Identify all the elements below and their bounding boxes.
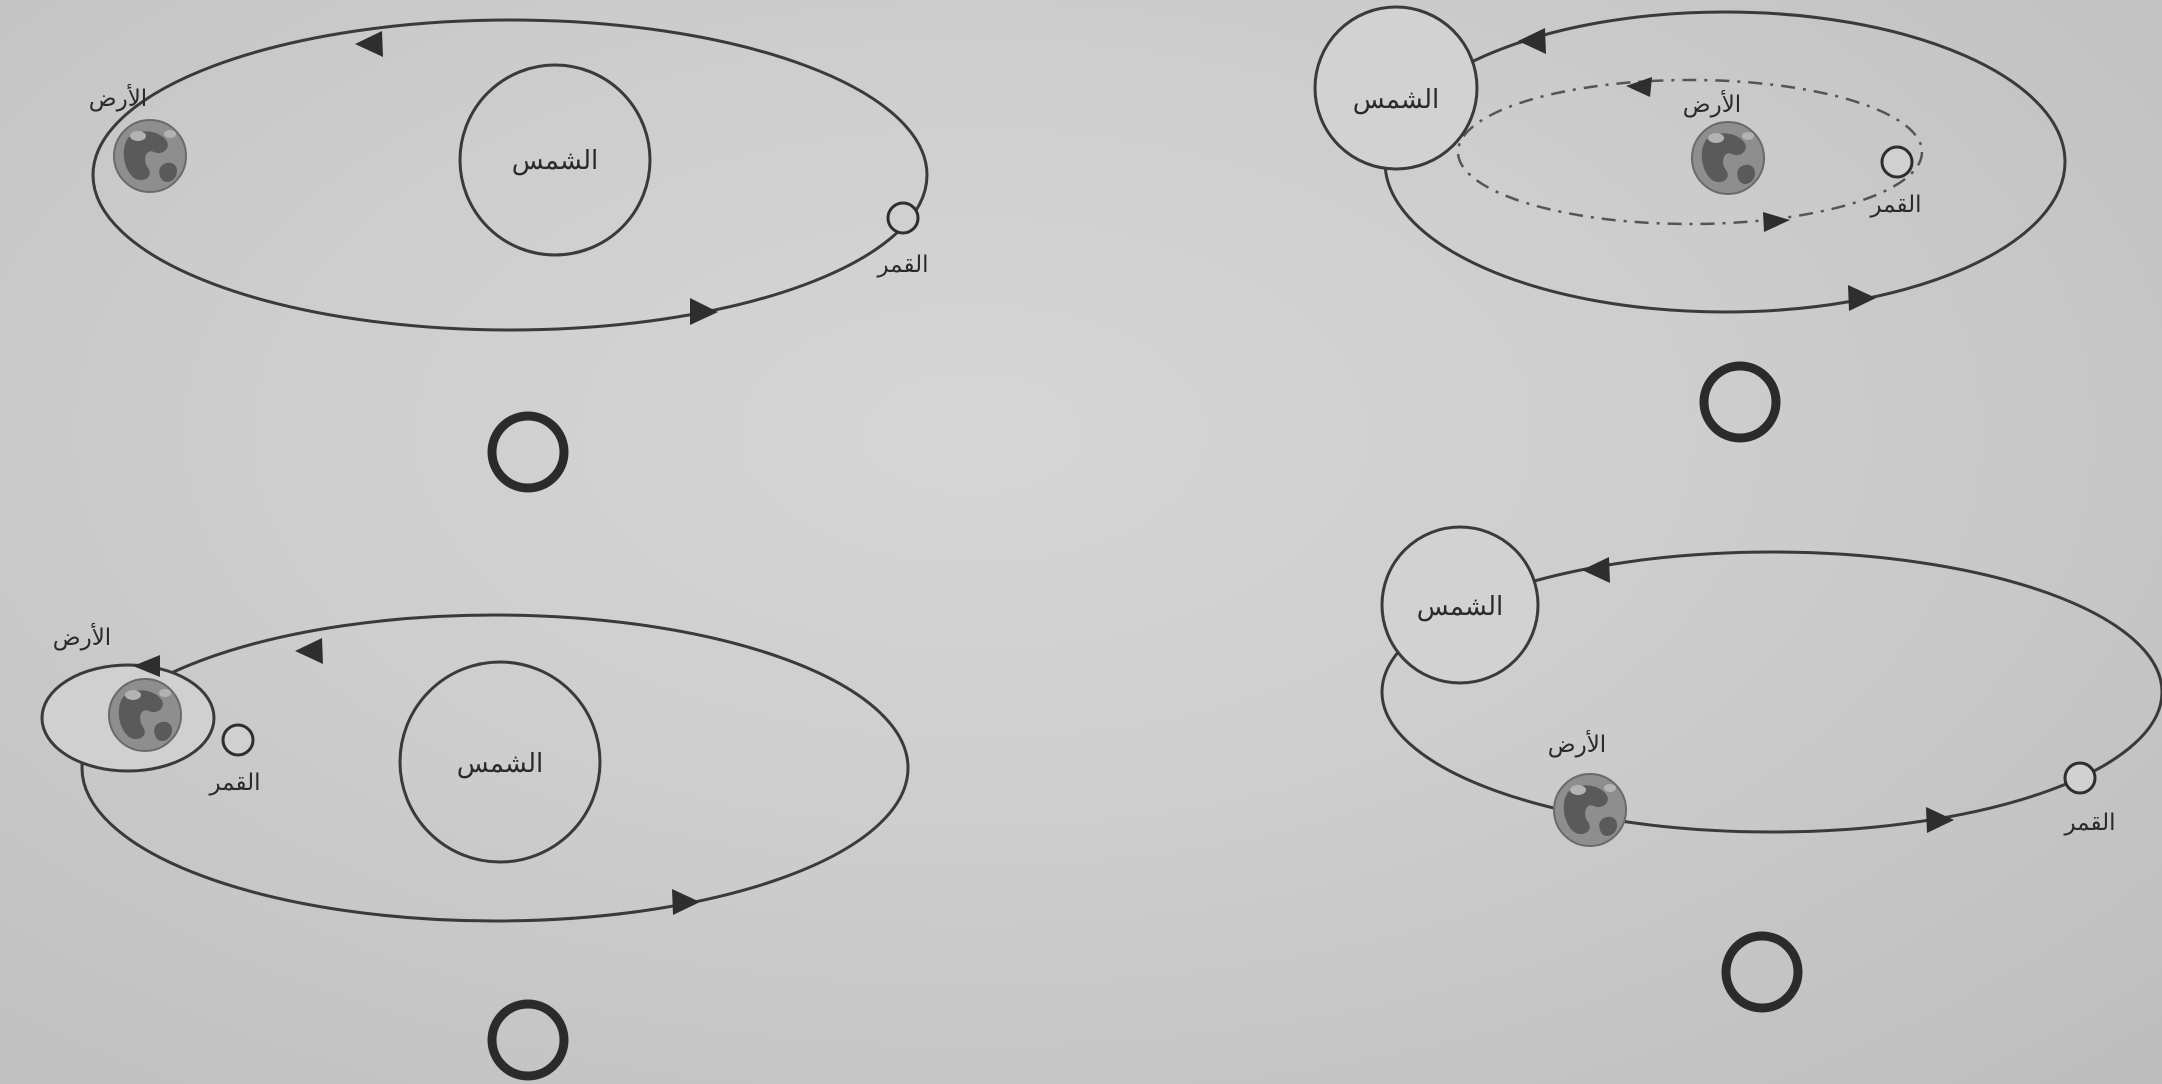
- earth-label: الأرض: [1683, 90, 1741, 118]
- answer-bubble-top-left[interactable]: [487, 411, 569, 493]
- sun-label: الشمس: [512, 146, 599, 176]
- moon-circle-icon: [221, 723, 255, 757]
- sun-label: الشمس: [457, 749, 544, 779]
- sun-label: الشمس: [1417, 592, 1504, 622]
- earth-orbit: [1380, 550, 2162, 834]
- moon-label: القمر: [876, 252, 928, 278]
- sun-circle: [1313, 5, 1479, 171]
- sun-circle: [458, 63, 652, 257]
- moon-orbit-arrow: [1763, 212, 1790, 232]
- moon-label: القمر: [2063, 810, 2115, 836]
- earth-orbit: [80, 613, 910, 923]
- moon-label: القمر: [1869, 192, 1921, 218]
- option-bottom-left: الشمس الأرض القمر: [40, 613, 910, 1081]
- orbit-arrow: [1518, 28, 1546, 54]
- earth-label: الأرض: [89, 84, 147, 112]
- moon-orbit: [1456, 78, 1924, 226]
- answer-bubble-top-right[interactable]: [1699, 361, 1781, 443]
- orbit-arrow: [355, 31, 383, 57]
- earth-label: الأرض: [1548, 730, 1606, 758]
- option-bottom-right: الشمس الأرض القمر: [1380, 525, 2162, 1013]
- sun-circle: [1380, 525, 1540, 685]
- orbit-arrow: [1582, 557, 1610, 583]
- moon-orbit-arrow: [133, 655, 160, 677]
- option-top-left: الشمس الأرض القمر: [89, 18, 929, 493]
- earth-globe-icon: [1691, 121, 1765, 195]
- orbit-arrow: [672, 889, 700, 915]
- moon-circle-icon: [1880, 145, 1914, 179]
- moon-label: القمر: [208, 770, 260, 796]
- option-top-right: الشمس الأرض القمر: [1313, 5, 2067, 443]
- orbit-arrow: [1848, 285, 1876, 311]
- sun-circle: [398, 660, 602, 864]
- answer-bubble-bottom-left[interactable]: [487, 999, 569, 1081]
- earth-globe-icon: [108, 678, 182, 752]
- answer-bubble-bottom-right[interactable]: [1721, 931, 1803, 1013]
- sun-label: الشمس: [1353, 85, 1440, 115]
- orbit-arrow: [690, 298, 718, 325]
- orbit-arrow: [295, 638, 323, 664]
- earth-orbit: [91, 18, 929, 332]
- orbit-arrow: [1926, 807, 1954, 833]
- earth-globe-icon: [113, 119, 187, 193]
- moon-orbit-arrow: [1626, 77, 1652, 97]
- earth-globe-icon: [1553, 773, 1627, 847]
- moon-circle-icon: [886, 201, 920, 235]
- moon-circle-icon: [2063, 761, 2097, 795]
- earth-label: الأرض: [53, 623, 111, 651]
